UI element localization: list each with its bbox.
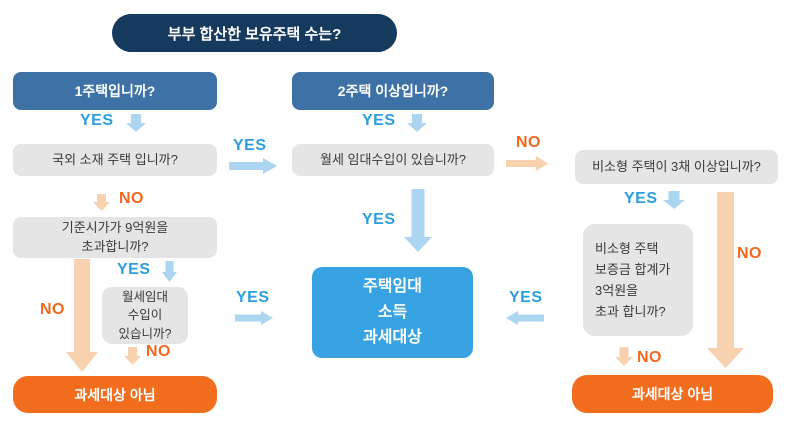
question-small-monthly: 월세임대 수입이 있습니까?	[102, 287, 188, 344]
arrow-right-icon	[235, 311, 273, 325]
arrow-left-icon	[506, 311, 544, 325]
yes-label: YES	[233, 137, 267, 154]
arrow-down-icon	[407, 114, 427, 132]
arrow-down-icon	[93, 194, 110, 211]
yes-label: YES	[509, 289, 543, 306]
no-label: NO	[40, 301, 65, 318]
arrow-down-icon	[162, 261, 177, 282]
yes-label: YES	[80, 112, 114, 129]
yes-label: YES	[362, 112, 396, 129]
question-monthly-rent: 월세 임대수입이 있습니까?	[292, 144, 494, 176]
arrow-down-icon	[404, 189, 432, 252]
question-two-houses: 2주택 이상입니까?	[292, 72, 494, 110]
no-label: NO	[637, 349, 662, 366]
arrow-down-icon	[126, 114, 146, 132]
result-not-taxable-right: 과세대상 아님	[572, 375, 773, 413]
question-base-price: 기준시가가 9억원을 초과합니까?	[13, 217, 217, 258]
question-nonsmall-three: 비소형 주택이 3채 이상입니까?	[575, 150, 778, 184]
arrow-down-icon	[663, 191, 685, 209]
question-one-house: 1주택입니까?	[13, 72, 217, 110]
arrow-down-icon	[124, 347, 141, 365]
question-deposit-sum: 비소형 주택 보증금 합계가 3억원을 초과 합니까?	[583, 224, 693, 336]
arrow-down-icon	[66, 259, 98, 372]
no-label: NO	[516, 134, 541, 151]
yes-label: YES	[236, 289, 270, 306]
yes-label: YES	[362, 211, 396, 228]
title-node: 부부 합산한 보유주택 수는?	[112, 14, 397, 52]
no-label: NO	[737, 245, 762, 262]
result-not-taxable-left: 과세대상 아님	[13, 376, 217, 413]
yes-label: YES	[117, 261, 151, 278]
yes-label: YES	[624, 190, 658, 207]
arrow-down-icon	[615, 347, 633, 366]
no-label: NO	[119, 190, 144, 207]
arrow-right-icon	[229, 158, 277, 174]
arrow-down-icon	[707, 192, 744, 368]
no-label: NO	[146, 343, 171, 360]
result-taxable: 주택임대 소득 과세대상	[312, 267, 473, 358]
question-overseas-house: 국외 소재 주택 입니까?	[13, 144, 217, 176]
arrow-right-icon	[506, 156, 548, 171]
